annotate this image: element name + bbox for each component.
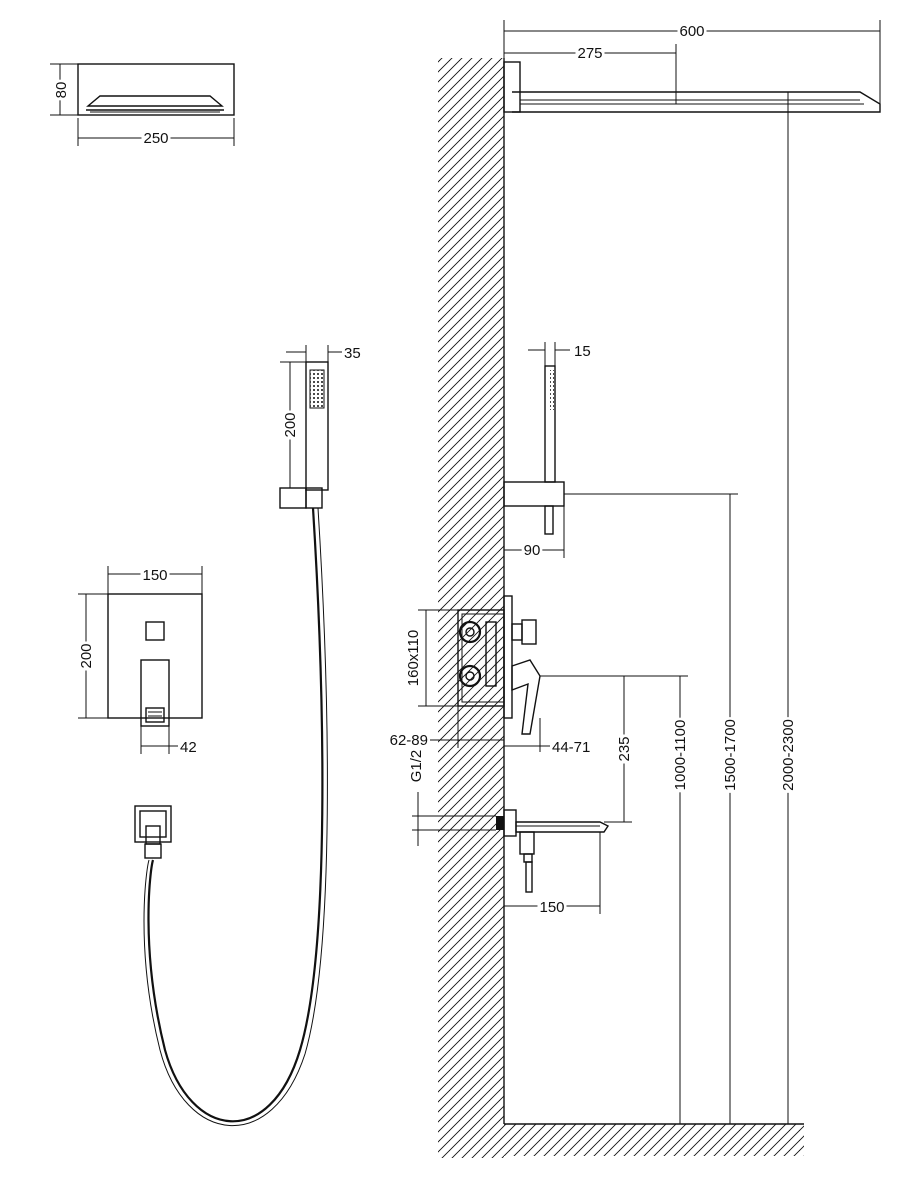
dim-label-600: 600 <box>679 23 704 40</box>
label-backing <box>140 567 170 584</box>
dim-rain-head-height: 80 <box>50 63 78 116</box>
label-backing <box>521 542 543 559</box>
dim-label-box-size: 160x110 <box>405 630 422 686</box>
dim-lever-projection: 42 <box>140 726 199 756</box>
label-backing <box>405 627 422 689</box>
label-backing <box>78 641 95 671</box>
label-backing <box>342 345 363 362</box>
label-backing <box>550 739 593 756</box>
dim-mixer-to-spout: 235 <box>540 675 633 823</box>
hand-shower-front <box>143 361 329 1126</box>
dim-label-2000-2300: 2000-2300 <box>780 719 797 791</box>
dim-label-g12: G1/2 <box>408 750 425 783</box>
dim-label-275: 275 <box>577 45 602 62</box>
dim-rain-head-width: 250 <box>77 118 235 147</box>
dim-arm-length: 275 <box>504 44 677 104</box>
dim-label-44-71: 44-71 <box>552 739 590 756</box>
dim-box-size: 160x110 <box>405 609 458 707</box>
wall-section <box>438 58 804 1158</box>
label-backing <box>672 717 689 793</box>
label-backing <box>537 899 567 916</box>
wall-outlet-front <box>134 805 172 859</box>
dim-label-80: 80 <box>53 82 70 99</box>
dim-label-235: 235 <box>616 736 633 761</box>
dim-hand-shower-width: 35 <box>286 345 363 362</box>
dim-spout-projection: 150 <box>504 832 601 916</box>
label-backing <box>53 79 70 101</box>
label-backing <box>616 734 633 764</box>
dim-label-200-plate: 200 <box>78 643 95 668</box>
dim-holder-height: 1500-1700 <box>564 493 739 1124</box>
bath-spout-side <box>496 809 610 893</box>
overhead-shower-side <box>503 61 881 113</box>
dim-label-1500-1700: 1500-1700 <box>722 719 739 791</box>
rain-head-front-view <box>77 63 235 116</box>
dim-handset-thickness: 15 <box>528 342 593 366</box>
dim-label-150-spout: 150 <box>539 899 564 916</box>
handset-side <box>503 365 565 535</box>
dim-shower-height: 2000-2300 <box>780 112 797 1124</box>
label-backing <box>677 23 707 40</box>
label-backing <box>722 717 739 793</box>
dim-label-150-plate: 150 <box>142 567 167 584</box>
dim-box-depth: 62-89 <box>387 706 504 749</box>
dim-thread: G1/2 <box>408 747 496 846</box>
dim-plate-height: 200 <box>78 593 108 719</box>
mixer-plate-front <box>107 593 203 727</box>
label-backing <box>141 130 171 147</box>
dim-hand-shower-length: 200 <box>280 361 306 489</box>
label-backing <box>572 343 593 360</box>
dim-holder-projection: 90 <box>504 506 565 559</box>
dim-label-62-89: 62-89 <box>390 732 428 749</box>
dim-label-250: 250 <box>143 130 168 147</box>
dim-trim-depth: 44-71 <box>504 718 593 756</box>
dim-label-90: 90 <box>524 542 541 559</box>
label-backing <box>178 739 199 756</box>
dim-plate-width: 150 <box>107 566 203 594</box>
label-backing <box>282 410 299 440</box>
dim-label-15: 15 <box>574 343 591 360</box>
label-backing <box>408 747 425 785</box>
label-backing <box>575 45 605 62</box>
dim-label-1000-1100: 1000-1100 <box>672 720 689 791</box>
dim-label-42: 42 <box>180 739 197 756</box>
dim-overhead-width: 600 <box>503 20 881 104</box>
dim-label-35: 35 <box>344 345 361 362</box>
label-backing <box>780 717 797 793</box>
concealed-box-side <box>457 595 541 735</box>
dim-mixer-height: 1000-1100 <box>632 675 689 1124</box>
label-backing <box>387 732 430 749</box>
dim-label-200-hand: 200 <box>282 412 299 437</box>
